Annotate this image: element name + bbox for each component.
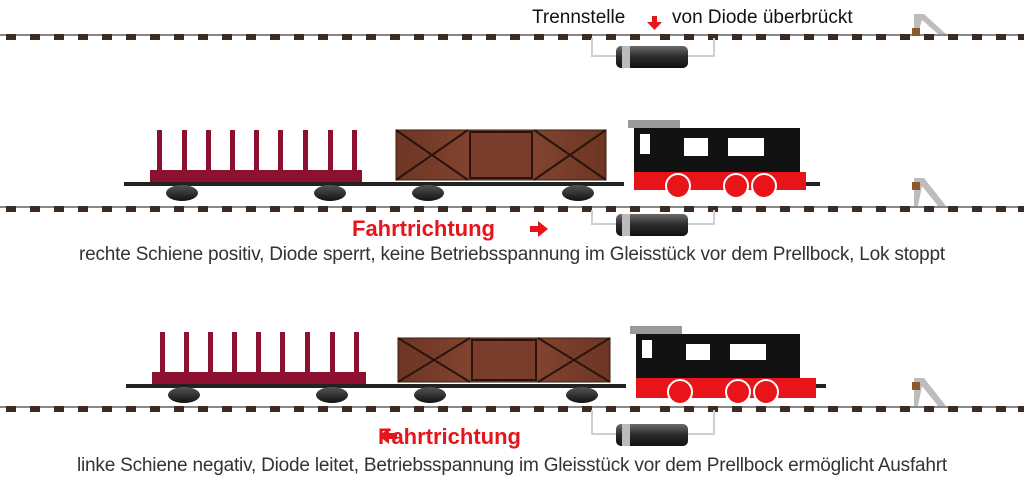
arrow-down-icon [647,16,662,30]
boxcar [386,337,626,403]
arrow-left-icon [379,428,397,444]
top-sleepers [6,34,1024,40]
direction-backward-label: Fahrtrichtung [378,424,521,449]
bottom-track [0,326,1024,446]
middle-track [0,120,1024,237]
top-track [0,14,1024,68]
separation-bridge-label: von Diode überbrückt [672,7,853,28]
train-backward [126,326,826,405]
flatcar [126,332,386,403]
locomotive [630,326,826,405]
separation-label: Trennstelle [532,7,626,28]
buffer-stop-bottom [912,378,946,406]
caption-forward: rechte Schiene positiv, Diode sperrt, ke… [79,244,945,265]
middle-sleepers [6,206,1024,212]
arrow-right-icon [530,221,548,237]
buffer-stop-middle [912,178,946,206]
flatcar [124,130,382,201]
caption-backward: linke Schiene negativ, Diode leitet, Bet… [77,455,947,476]
locomotive [628,120,820,199]
train-forward [124,120,820,201]
bottom-sleepers [6,406,1024,412]
buffer-stop-top [912,14,946,36]
diode-middle [591,210,715,236]
direction-forward-label: Fahrtrichtung [352,216,495,241]
boxcar [382,129,624,201]
diode-top [591,38,715,68]
diode-bottom [591,410,715,446]
